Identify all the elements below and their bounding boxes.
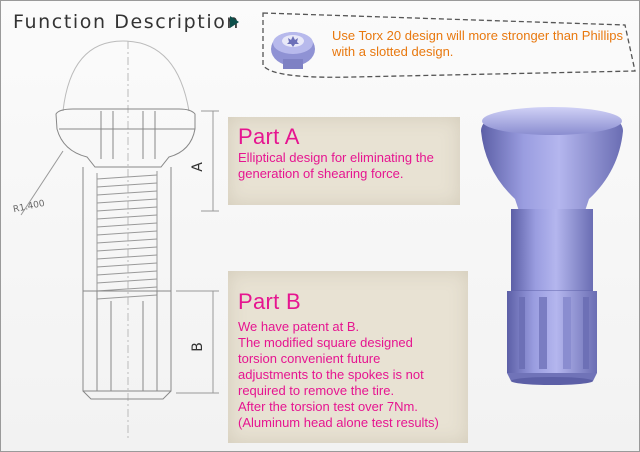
part-a-line: Elliptical design for eliminating the (238, 150, 434, 165)
part-b-title: Part B (238, 289, 301, 314)
callout-text: Use Torx 20 design will more stronger th… (332, 28, 623, 59)
dimension-b-label: B (189, 342, 206, 352)
play-arrow-icon (230, 16, 239, 28)
page-title: Function Description (13, 11, 241, 33)
dimension-a-label: A (189, 162, 206, 172)
part-b-line: adjustments to the spokes is not (238, 367, 424, 382)
part-a-description: Elliptical design for eliminating the ge… (238, 150, 458, 182)
callout-bubble (262, 12, 636, 78)
part-b-note: Part B We have patent at B. The modified… (228, 271, 468, 443)
part-b-line: torsion convenient future (238, 351, 381, 366)
part-b-line: After the torsion test over 7Nm. (238, 399, 418, 414)
nipple-3d-render (481, 107, 623, 385)
part-b-line: required to remove the tire. (238, 383, 395, 398)
part-a-note: Part A Elliptical design for eliminating… (228, 117, 460, 205)
torx-head-icon (271, 32, 315, 69)
part-a-line: generation of shearing force. (238, 166, 404, 181)
part-a-title: Part A (238, 124, 300, 149)
part-b-line: We have patent at B. (238, 319, 360, 334)
part-b-line: The modified square designed (238, 335, 413, 350)
part-b-line: (Aluminum head alone test results) (238, 415, 439, 430)
part-b-description: We have patent at B. The modified square… (238, 319, 466, 431)
